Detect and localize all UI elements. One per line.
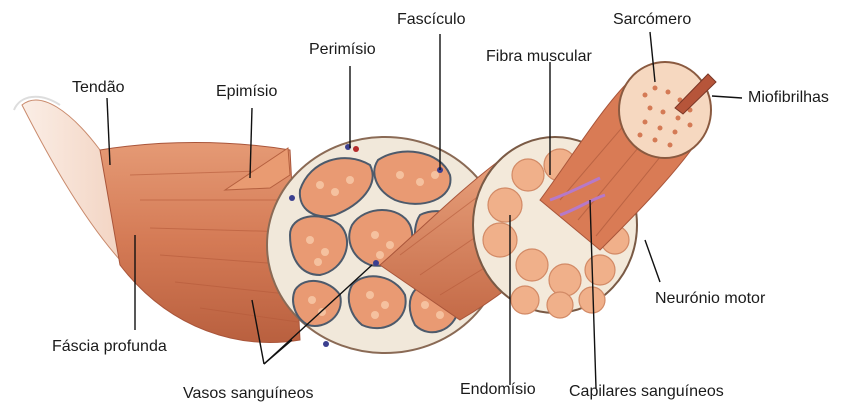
label-deep-fascia: Fáscia profunda xyxy=(52,338,167,356)
muscle-fiber-cross-section xyxy=(619,62,711,158)
label-fascicle: Fascículo xyxy=(397,11,465,29)
label-epimysium: Epimísio xyxy=(216,83,277,101)
label-endomysium: Endomísio xyxy=(460,381,536,399)
label-perimysium: Perimísio xyxy=(309,41,376,59)
label-sarcomere: Sarcómero xyxy=(613,11,691,29)
label-motor-neuron: Neurónio motor xyxy=(655,290,765,308)
label-capillaries: Capilares sanguíneos xyxy=(569,383,724,401)
label-myofibrils: Miofibrilhas xyxy=(748,89,829,107)
label-muscle-fiber: Fibra muscular xyxy=(486,48,592,66)
label-blood-vessels: Vasos sanguíneos xyxy=(183,385,313,403)
label-tendon: Tendão xyxy=(72,79,125,97)
